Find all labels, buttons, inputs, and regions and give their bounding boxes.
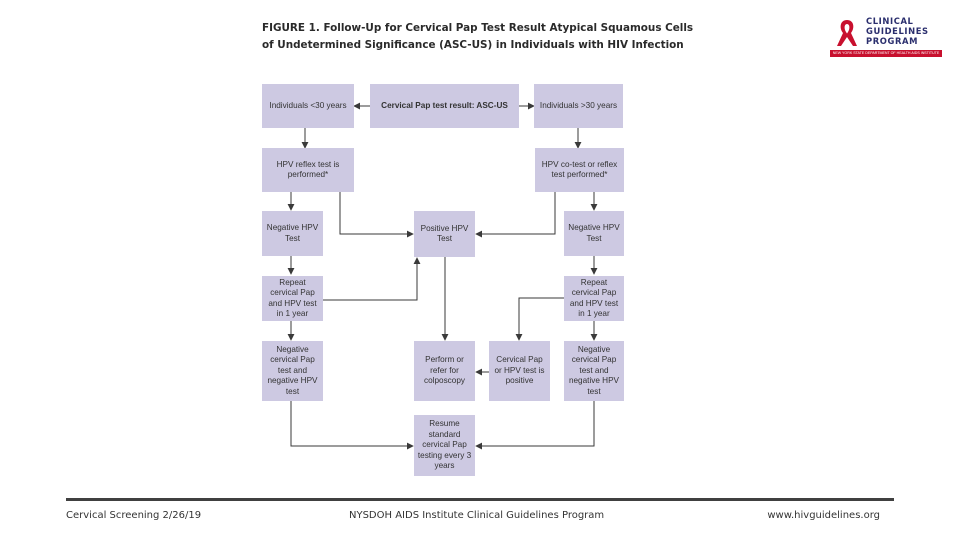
negative-hpv-right-box: Negative HPV Test (564, 211, 624, 256)
negative-hpv-left-box: Negative HPV Test (262, 211, 323, 256)
result-box: Cervical Pap test result: ASC-US (370, 84, 519, 128)
pap-positive-box: Cervical Pap or HPV test is positive (489, 341, 550, 401)
footer-center-text: NYSDOH AIDS Institute Clinical Guideline… (349, 510, 605, 521)
logo-line-3: PROGRAM (866, 36, 919, 46)
footer-right-text: www.hivguidelines.org (767, 510, 880, 521)
colposcopy-box: Perform or refer for colposcopy (414, 341, 475, 401)
resume-box: Resume standard cervical Pap testing eve… (414, 415, 475, 476)
under30-box: Individuals <30 years (262, 84, 354, 128)
over30-box: Individuals >30 years (534, 84, 623, 128)
footer-left-text: Cervical Screening 2/26/19 (66, 510, 202, 521)
arrow-repeat-left-to-positive (322, 257, 421, 301)
logo-tagline-bar: NEW YORK STATE DEPARTMENT OF HEALTH AIDS… (830, 50, 942, 57)
arrow-neg-pap-left-to-resume (290, 401, 414, 450)
footer-divider (66, 498, 894, 501)
figure-title-line-2: of Undetermined Significance (ASC-US) in… (262, 39, 684, 51)
figure-title: FIGURE 1. Follow-Up for Cervical Pap Tes… (262, 20, 694, 54)
positive-hpv-box: Positive HPV Test (414, 211, 475, 257)
logo-line-2: GUIDELINES (866, 26, 929, 36)
negative-pap-right-box: Negative cervical Pap test and negative … (564, 341, 624, 401)
negative-pap-left-box: Negative cervical Pap test and negative … (262, 341, 323, 401)
red-ribbon-icon (837, 20, 857, 46)
clinical-guidelines-program-logo: CLINICAL GUIDELINES PROGRAM NEW YORK STA… (830, 14, 948, 60)
arrow-cotest-to-positive (475, 192, 556, 238)
arrow-neg-pap-right-to-resume (475, 401, 595, 450)
figure-title-line-1: FIGURE 1. Follow-Up for Cervical Pap Tes… (262, 22, 694, 34)
arrow-reflex-to-positive (339, 192, 414, 238)
arrow-repeat-right-to-pap-positive (515, 297, 565, 341)
logo-line-1: CLINICAL (866, 16, 914, 26)
logo-wordmark: CLINICAL GUIDELINES PROGRAM (866, 16, 929, 46)
reflex-test-box: HPV reflex test is performed* (262, 148, 354, 192)
repeat-right-box: Repeat cervical Pap and HPV test in 1 ye… (564, 276, 624, 321)
repeat-left-box: Repeat cervical Pap and HPV test in 1 ye… (262, 276, 323, 321)
cotest-box: HPV co-test or reflex test performed* (535, 148, 624, 192)
